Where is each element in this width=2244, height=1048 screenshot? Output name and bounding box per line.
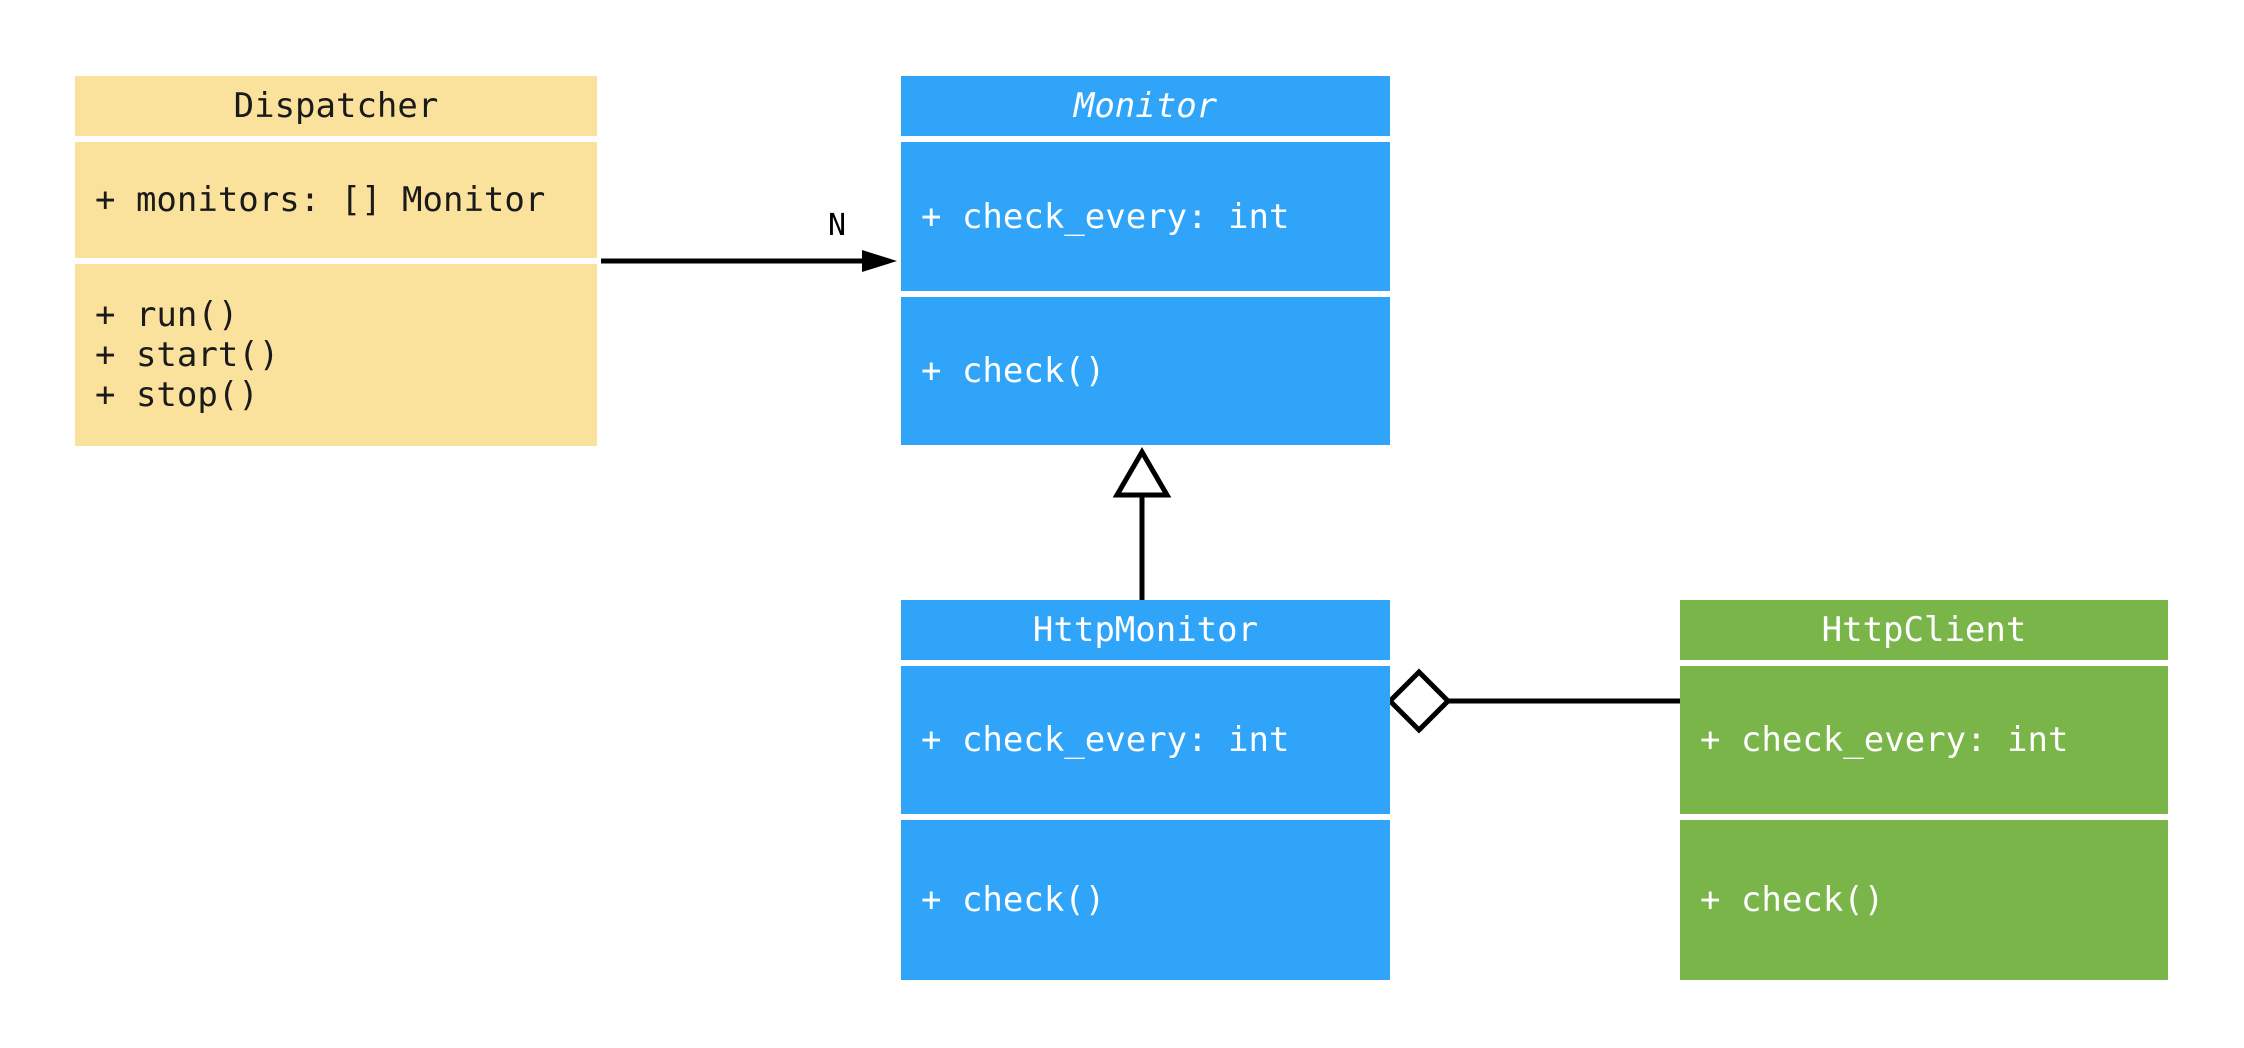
class-httpclient: HttpClient + check_every: int + check() [1680,600,2168,980]
attribute-line: + monitors: [] Monitor [95,180,546,220]
attribute-line: + check_every: int [1700,720,2069,760]
class-httpclient-title: HttpClient [1680,600,2168,660]
class-httpmonitor-methods: + check() [901,820,1390,980]
class-httpmonitor-title: HttpMonitor [901,600,1390,660]
aggregation-edge-httpmonitor-httpclient [1386,668,1680,734]
class-dispatcher-title: Dispatcher [75,76,597,136]
class-dispatcher: Dispatcher + monitors: [] Monitor + run(… [75,76,597,446]
class-dispatcher-methods: + run() + start() + stop() [75,264,597,446]
attribute-line: + check_every: int [921,720,1290,760]
class-httpclient-methods: + check() [1680,820,2168,980]
attribute-line: + check_every: int [921,196,1290,237]
association-edge-dispatcher-monitor [601,250,897,272]
method-line: + check() [1700,880,1885,920]
method-line: + check() [921,351,1106,391]
filled-arrowhead-icon [862,250,897,272]
class-dispatcher-attributes: + monitors: [] Monitor [75,142,597,258]
method-line: + stop() [95,375,259,415]
method-line: + check() [921,880,1106,920]
class-monitor-title: Monitor [901,76,1390,136]
class-httpmonitor: HttpMonitor + check_every: int + check() [901,600,1390,980]
class-httpclient-attributes: + check_every: int [1680,666,2168,814]
method-line: + start() [95,335,280,375]
association-multiplicity-label: N [828,208,847,243]
class-httpmonitor-attributes: + check_every: int [901,666,1390,814]
class-monitor-methods: + check() [901,297,1390,445]
inheritance-edge-httpmonitor-monitor [1112,447,1172,600]
class-monitor-attributes: + check_every: int [901,142,1390,291]
class-monitor: Monitor + check_every: int + check() [901,76,1390,445]
method-line: + run() [95,295,239,335]
hollow-triangle-icon [1112,447,1172,498]
hollow-diamond-icon [1386,668,1452,734]
